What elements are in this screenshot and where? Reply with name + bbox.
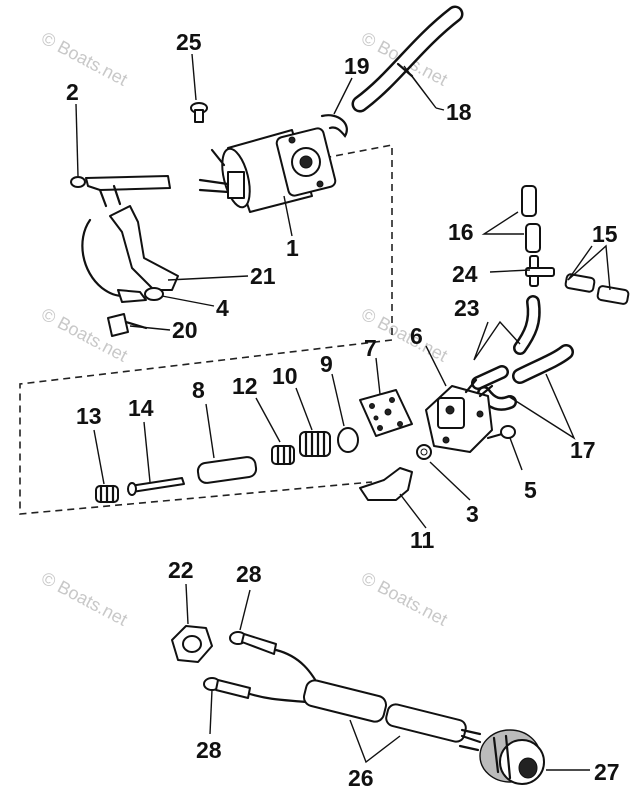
watermark: © Boats.net [38, 568, 131, 630]
label-15: 15 [592, 221, 618, 247]
label-10: 10 [272, 363, 298, 389]
label-8: 8 [192, 377, 205, 403]
label-22: 22 [168, 557, 194, 583]
disc-part-9 [337, 427, 359, 453]
label-18: 18 [446, 99, 472, 125]
label-5: 5 [524, 477, 537, 503]
spring-part-10 [299, 430, 331, 458]
bracket-part-21 [109, 205, 179, 291]
label-12: 12 [232, 373, 258, 399]
label-25: 25 [176, 29, 202, 55]
fuel-pump-body-part-6 [425, 378, 494, 453]
hose-pieces-part-16 [521, 185, 541, 253]
label-11: 11 [410, 527, 435, 553]
wire-lead-part-4 [81, 218, 164, 303]
leader-lines [75, 53, 611, 771]
valve-part-11 [359, 467, 413, 501]
screw-part-5 [486, 425, 516, 440]
label-2: 2 [66, 79, 79, 105]
nut-part-22 [171, 625, 213, 663]
hoses-part-23 [471, 295, 541, 390]
label-16: 16 [448, 219, 474, 245]
hose-clip-part-19 [320, 114, 348, 138]
label-6: 6 [410, 323, 423, 349]
label-21: 21 [250, 263, 276, 289]
hose-pieces-part-15 [564, 273, 630, 305]
lead-wire-part-26 [203, 631, 482, 752]
label-23: 23 [454, 295, 480, 321]
label-27: 27 [594, 759, 620, 785]
label-20: 20 [172, 317, 198, 343]
watermark: © Boats.net [358, 568, 451, 630]
fitting-part-24 [525, 255, 555, 287]
label-17: 17 [570, 437, 596, 463]
label-9: 9 [320, 351, 333, 377]
screw-part-25 [190, 102, 208, 123]
label-19: 19 [344, 53, 370, 79]
label-13: 13 [76, 403, 102, 429]
part-number-labels: 25 19 18 2 1 21 4 20 16 15 24 23 6 17 5 … [66, 29, 620, 791]
label-7: 7 [364, 335, 377, 361]
motor-part-1 [198, 127, 337, 213]
label-26: 26 [348, 765, 374, 791]
label-14: 14 [128, 395, 154, 421]
label-4: 4 [216, 295, 229, 321]
spring-part-13 [95, 484, 119, 504]
label-3: 3 [466, 501, 479, 527]
pin-part-14 [127, 477, 185, 496]
sleeve-part-8 [196, 456, 258, 484]
screw-part-20 [107, 313, 148, 337]
label-1: 1 [286, 235, 299, 261]
terminal-wire-part-2 [70, 175, 171, 208]
label-24: 24 [452, 261, 478, 287]
fuel-hose-part-18 [351, 5, 464, 113]
watermark: © Boats.net [38, 28, 131, 90]
label-28-top: 28 [236, 561, 262, 587]
o-ring-part-3 [416, 444, 432, 460]
assembly-group-outline [19, 144, 393, 515]
label-28-bottom: 28 [196, 737, 222, 763]
diaphragm-part-7 [359, 389, 413, 437]
spring-part-12 [271, 444, 295, 466]
connector-part-27 [479, 729, 545, 785]
